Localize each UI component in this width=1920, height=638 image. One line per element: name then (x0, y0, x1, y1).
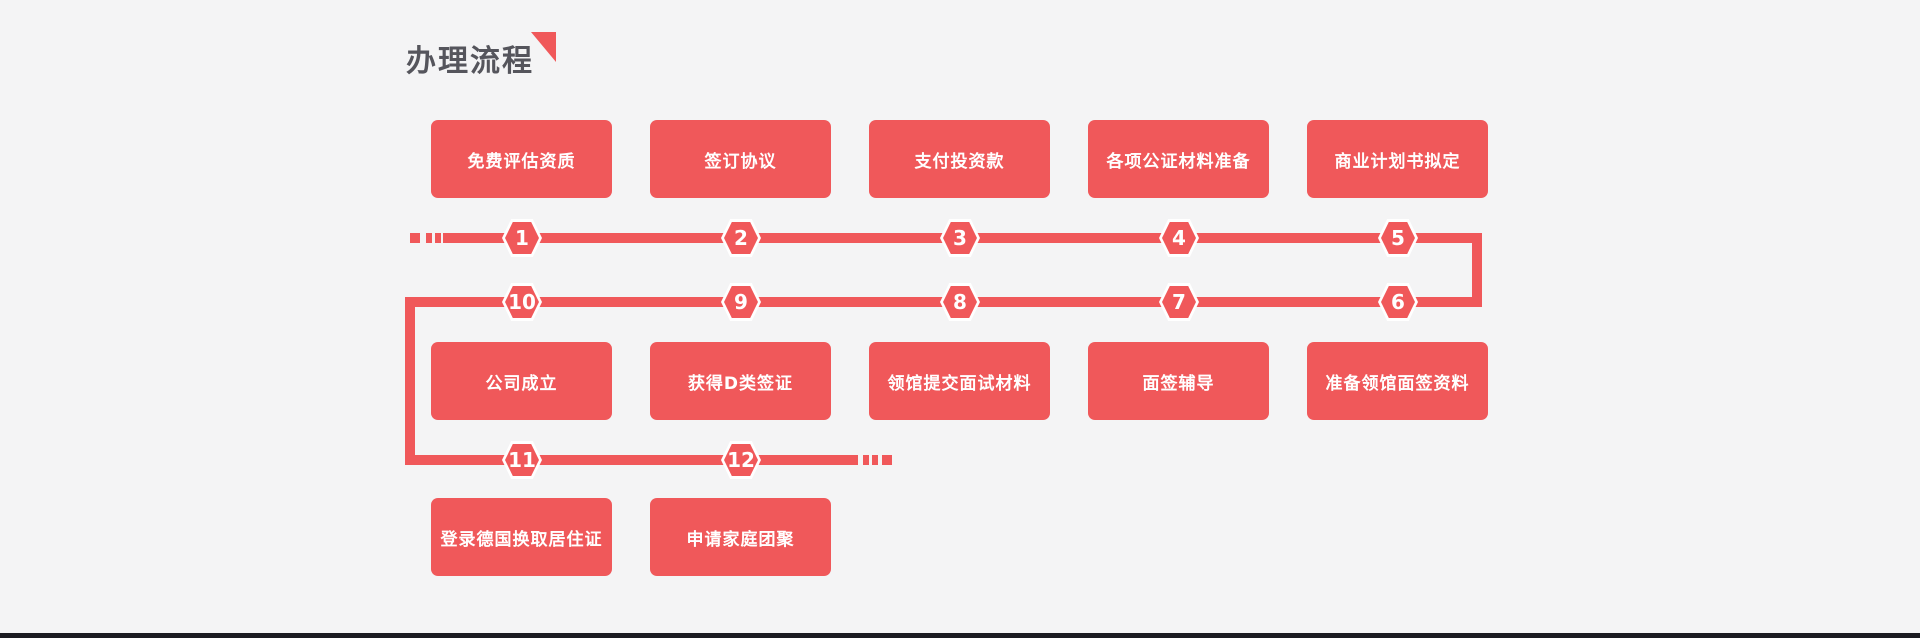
step-marker-12: 12 (721, 441, 761, 479)
step-number-label: 4 (1172, 226, 1186, 250)
step-box-7: 面签辅导 (1088, 342, 1269, 420)
step-marker-7: 7 (1159, 283, 1199, 321)
step-number-label: 2 (734, 226, 748, 250)
connector-start-dash (426, 233, 432, 243)
step-marker-1: 1 (502, 219, 542, 257)
step-box-8: 领馆提交面试材料 (869, 342, 1050, 420)
connector-line-right-turn (1472, 233, 1482, 307)
step-marker-3: 3 (940, 219, 980, 257)
step-marker-10: 10 (502, 283, 542, 321)
connector-end-dash (863, 455, 869, 465)
connector-start-dash (435, 233, 441, 243)
step-marker-4: 4 (1159, 219, 1199, 257)
step-box-5: 商业计划书拟定 (1307, 120, 1488, 198)
step-number-label: 9 (734, 290, 748, 314)
step-marker-5: 5 (1378, 219, 1418, 257)
step-box-6: 准备领馆面签资料 (1307, 342, 1488, 420)
step-box-12: 申请家庭团聚 (650, 498, 831, 576)
step-box-10: 公司成立 (431, 342, 612, 420)
step-number-label: 8 (953, 290, 967, 314)
footer-bar (0, 633, 1920, 638)
step-number-label: 5 (1391, 226, 1405, 250)
step-box-9: 获得D类签证 (650, 342, 831, 420)
step-box-3: 支付投资款 (869, 120, 1050, 198)
connector-line-row3 (405, 455, 858, 465)
step-box-2: 签订协议 (650, 120, 831, 198)
page-title: 办理流程 (406, 44, 534, 79)
connector-start-dash (410, 233, 420, 243)
step-number-label: 7 (1172, 290, 1186, 314)
connector-line-left-turn (405, 297, 415, 465)
step-number-label: 6 (1391, 290, 1405, 314)
step-number-label: 1 (515, 226, 529, 250)
step-box-1: 免费评估资质 (431, 120, 612, 198)
step-marker-9: 9 (721, 283, 761, 321)
corner-triangle-icon (531, 32, 556, 62)
step-number-label: 3 (953, 226, 967, 250)
step-number-label: 10 (508, 290, 536, 314)
step-marker-8: 8 (940, 283, 980, 321)
connector-end-dash (882, 455, 892, 465)
step-number-label: 11 (508, 448, 536, 472)
step-box-11: 登录德国换取居住证 (431, 498, 612, 576)
step-number-label: 12 (727, 448, 755, 472)
step-marker-6: 6 (1378, 283, 1418, 321)
step-marker-2: 2 (721, 219, 761, 257)
step-marker-11: 11 (502, 441, 542, 479)
connector-end-dash (872, 455, 878, 465)
step-box-4: 各项公证材料准备 (1088, 120, 1269, 198)
